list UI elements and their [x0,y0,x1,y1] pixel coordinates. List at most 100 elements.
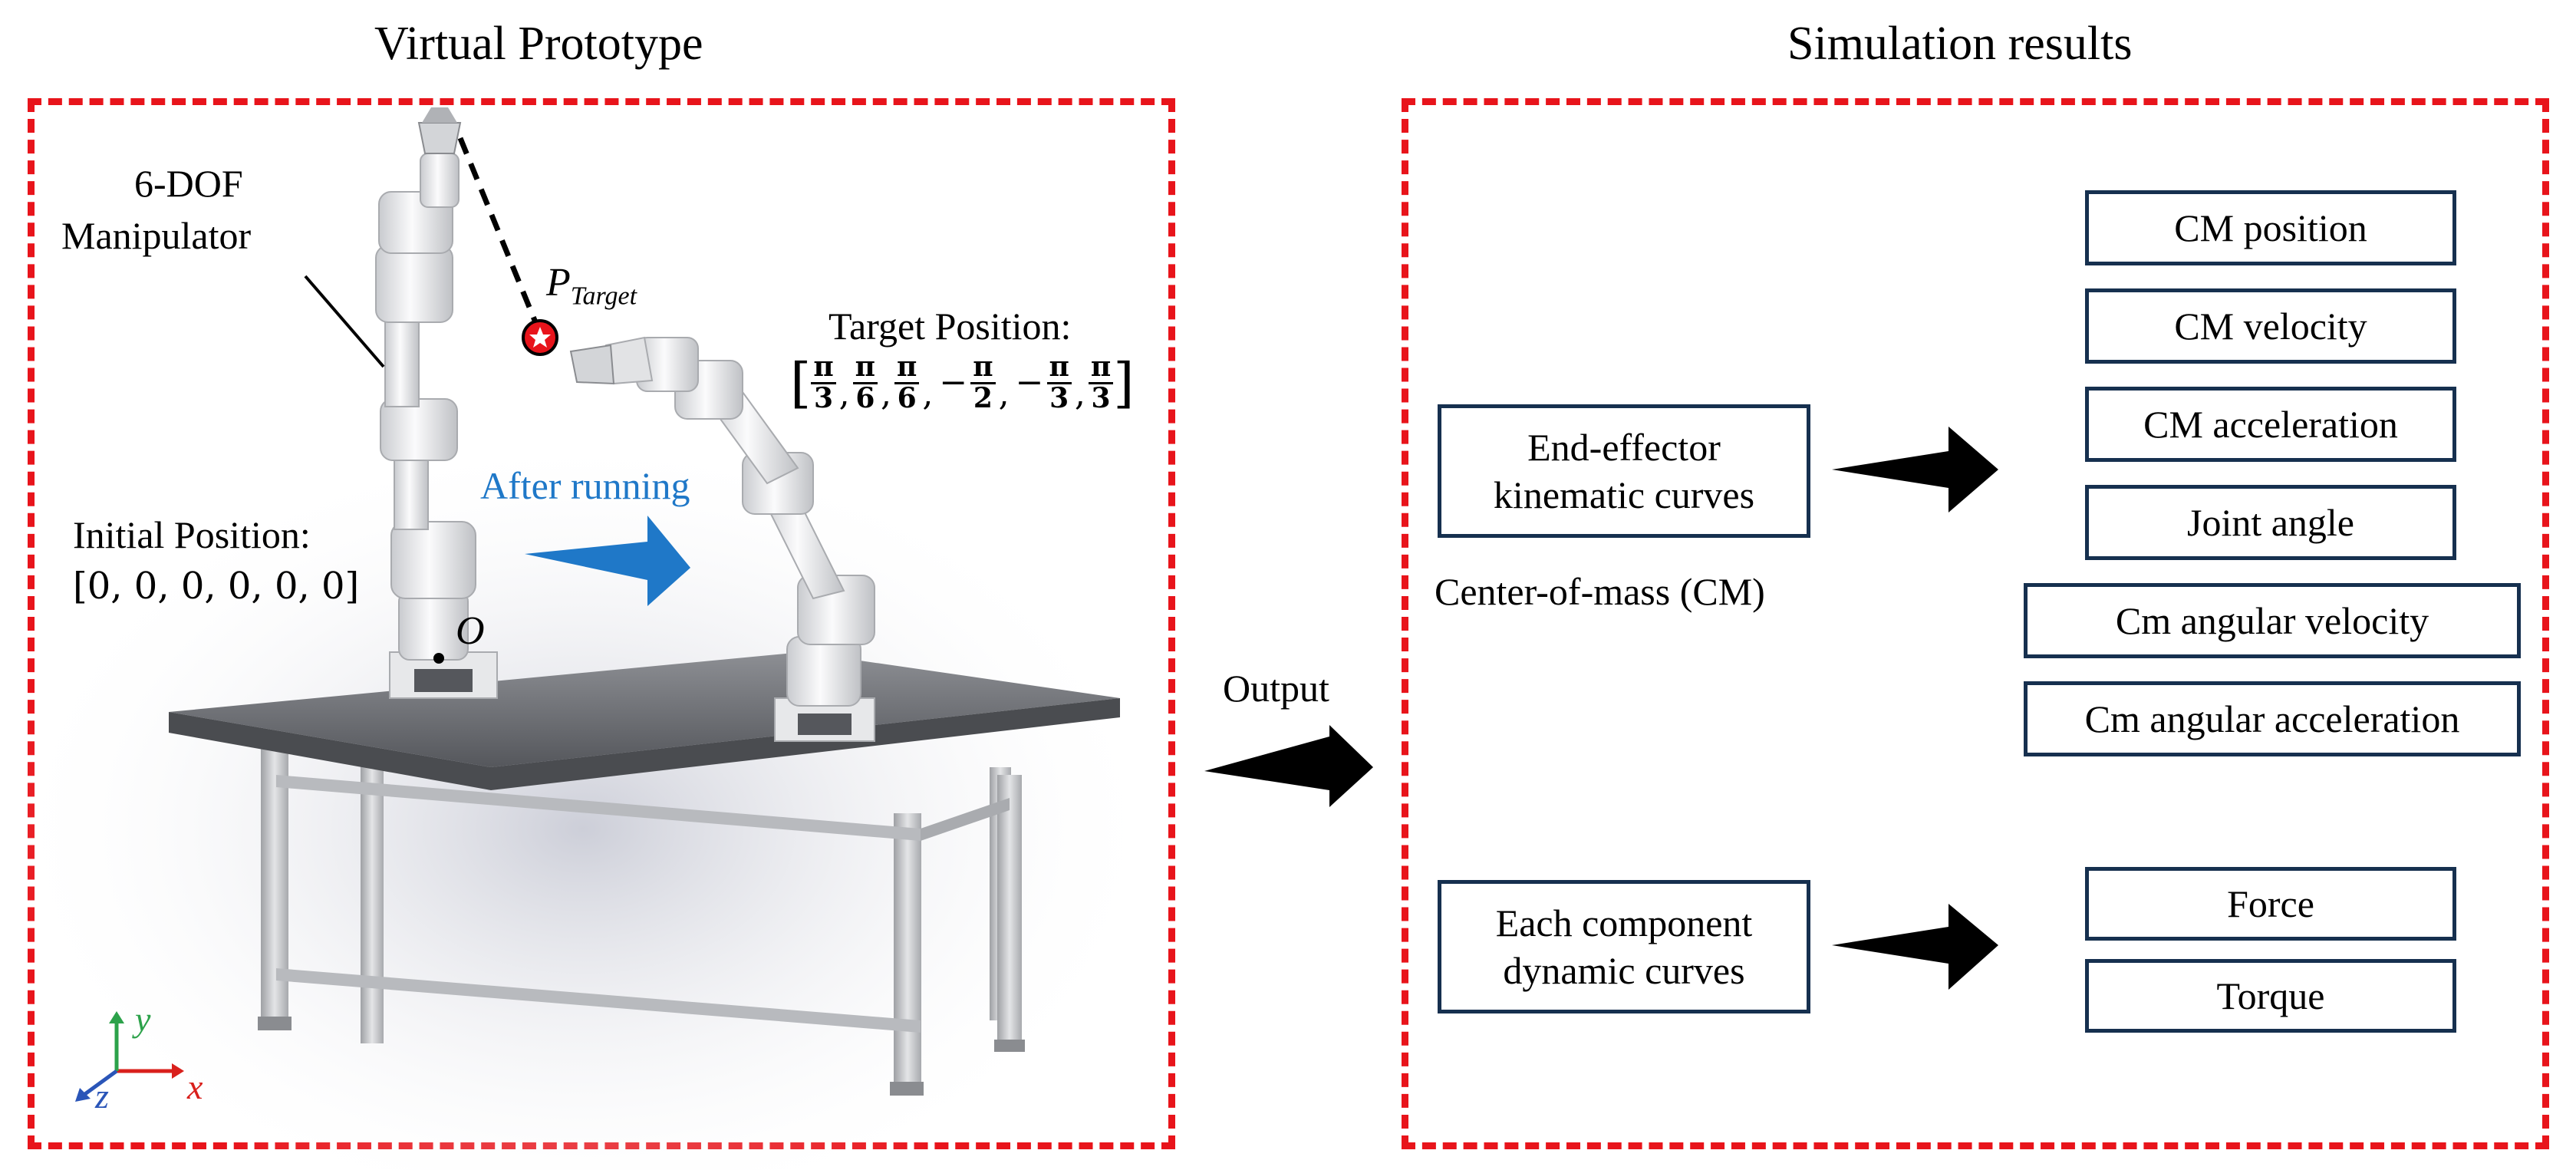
output-arrow [1204,725,1373,807]
table-leg-back-left [361,752,384,1043]
result-cm-velocity: CM velocity [2085,288,2456,364]
kinematic-curves-box: End-effector kinematic curves [1438,404,1810,538]
robot-target-base-slot [798,714,852,735]
fraction-denominator: 6 [855,381,875,414]
table-top [169,652,1120,767]
result-cm-angular-acceleration: Cm angular acceleration [2024,681,2521,756]
target-vector-close-bracket: ] [1113,351,1135,414]
fraction-separator: , [922,374,934,414]
fraction-numerator: π [811,352,836,384]
table-crossbar-side [921,798,1010,841]
robot-initial-base-slot [414,669,473,692]
after-running-label: After running [480,464,690,507]
target-star-icon [529,327,551,348]
fraction-numerator: π [970,352,996,384]
robot-target [569,336,875,742]
initial-position-value: [0, 0, 0, 0, 0, 0] [73,565,360,608]
origin-label: O [456,609,485,653]
table-foot-2 [890,1082,924,1096]
axis-z-label: z [95,1076,109,1116]
reach-dashed-line [457,137,539,324]
virtual-prototype-title: Virtual Prototype [374,18,703,70]
axis-y-label: y [135,1000,151,1039]
kinematic-arrow [1832,427,1998,512]
fraction-numerator: π [1088,352,1114,384]
robot-initial-gripper [417,122,462,154]
axis-z-line [81,1069,118,1098]
fraction-separator: , [998,374,1010,414]
robot-initial-joint-1 [390,521,476,599]
simulation-results-frame [1402,98,2549,1149]
table-leg-front-middle [894,813,921,1086]
axis-y-arrowhead [109,1011,124,1023]
table-foot-3 [994,1040,1025,1052]
target-value-sign: − [939,363,968,403]
simulation-results-title: Simulation results [1787,18,2133,70]
output-label: Output [1223,667,1329,710]
fraction-numerator: π [1046,352,1072,384]
target-position-label: Target Position: [828,305,1072,348]
fraction-denominator: 2 [973,381,993,414]
initial-position-label: Initial Position: [73,513,311,556]
fraction-separator: , [1074,374,1085,414]
after-running-arrow [525,516,690,606]
result-force: Force [2085,867,2456,941]
table-crossbar-upper [276,775,921,841]
result-cm-position: CM position [2085,190,2456,265]
result-cm-acceleration: CM acceleration [2085,387,2456,462]
robot-initial-joint-3 [375,245,453,323]
fraction-separator: , [838,374,850,414]
robot-target-joint-1 [786,636,861,707]
fraction-numerator: π [852,352,878,384]
kinematic-box-line-1: End-effector [1527,425,1721,469]
fraction-separator: , [881,374,892,414]
axis-x-label: x [187,1067,203,1106]
fraction-denominator: 3 [813,381,834,414]
table-leg-front-right [997,775,1022,1043]
robot-initial [375,107,498,699]
target-point-base: P [546,261,571,305]
target-point-subscript: Target [570,282,637,311]
target-point-label: PTarget [546,261,637,311]
kinematic-box-line-2: kinematic curves [1493,473,1755,516]
robot-target-gripper [569,344,615,385]
manipulator-label-line-2: Manipulator [61,214,252,257]
origin-dot [433,653,444,664]
robot-initial-gripper-tip [422,107,457,123]
table-crossbar-lower [276,968,921,1033]
coordinate-axes [75,1011,184,1102]
table-foot-1 [258,1017,292,1030]
fraction-denominator: 3 [1049,381,1069,414]
target-vector-open-bracket: [ [790,351,812,414]
dynamic-arrow [1832,904,1998,990]
dynamic-box-line-2: dynamic curves [1503,949,1745,992]
dynamic-box-line-1: Each component [1495,901,1753,944]
cm-caption: Center-of-mass (CM) [1435,570,1765,613]
axis-x-arrowhead [172,1063,184,1079]
result-torque: Torque [2085,959,2456,1033]
manipulator-label-line-1: 6-DOF [134,162,243,205]
table-top-edge [169,698,1120,790]
manipulator-pointer-line [304,275,385,368]
fraction-numerator: π [894,352,920,384]
result-joint-angle: Joint angle [2085,485,2456,560]
robot-initial-joint-5 [420,153,460,208]
robot-initial-link-3 [384,314,420,407]
dynamic-curves-box: Each component dynamic curves [1438,880,1810,1013]
target-value-sign: − [1015,363,1044,403]
robot-initial-joint-2 [380,398,458,461]
result-cm-angular-velocity: Cm angular velocity [2024,583,2521,658]
fraction-denominator: 6 [897,381,917,414]
axis-z-arrowhead [75,1088,91,1102]
fraction-denominator: 3 [1091,381,1111,414]
